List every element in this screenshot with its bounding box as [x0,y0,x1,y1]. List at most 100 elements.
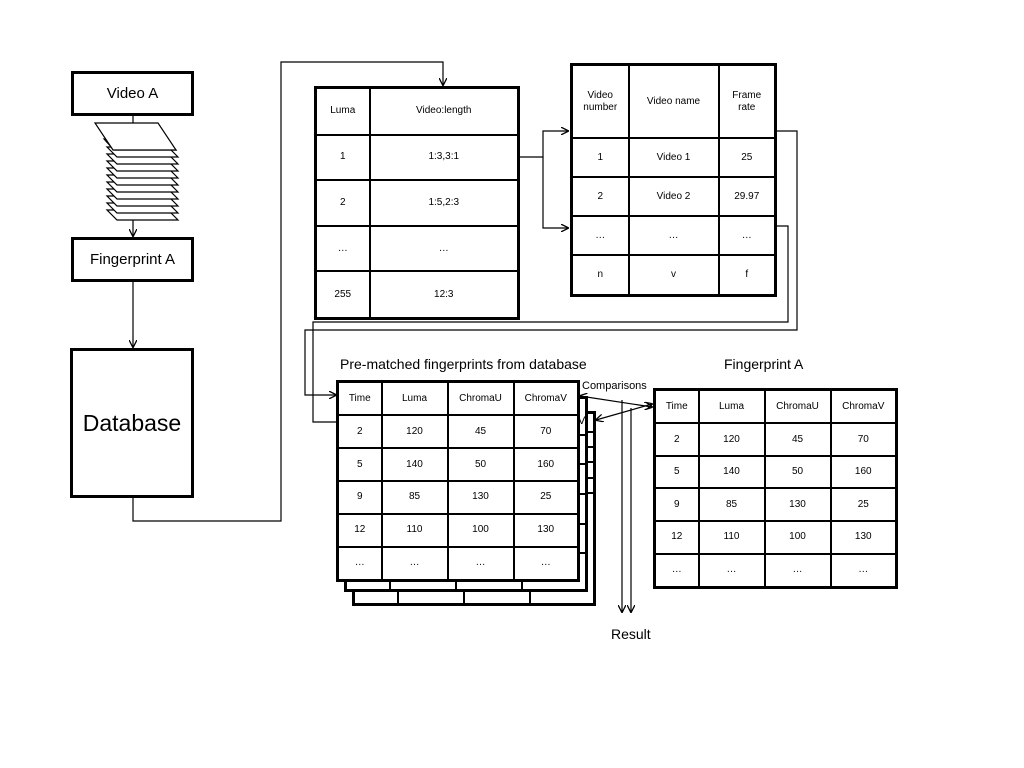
table-cell: 120 [697,422,766,457]
table-cell: 2 [314,179,371,227]
header-cell: Video number [570,63,630,140]
table-cell: 5 [653,454,700,490]
table-header-row: Video number Video name Frame rate [570,63,777,140]
table-row: 9 85 130 25 [336,479,580,515]
table-cell: … [763,552,832,589]
table-header-row: Time Luma ChromaU ChromaV [653,388,898,425]
table-cell: 9 [653,487,700,523]
table-cell: 70 [829,422,898,457]
header-cell: Video:length [368,86,520,136]
table-row: 5 140 50 160 [653,454,898,490]
table-cell: 5 [336,447,383,482]
table-cell: 140 [697,454,766,490]
table-cell: … [717,215,777,257]
table-row: 2 120 45 70 [653,422,898,457]
table-cell: … [446,545,515,582]
table-row: 5 140 50 160 [336,447,580,482]
table-row: n v f [570,254,777,297]
table-cell: … [829,552,898,589]
table-cell: … [336,545,383,582]
table-row: 12 110 100 130 [653,520,898,555]
table-cell: 2 [653,422,700,457]
video-frames-stack [93,122,180,221]
comparisons-label: Comparisons [582,380,647,392]
video-table: Video number Video name Frame rate 1 Vid… [570,63,777,297]
table-cell: … [697,552,766,589]
table-row: 2 Video 2 29.97 [570,176,777,218]
table-row: 12 110 100 130 [336,512,580,548]
comparison-arrow-2 [596,404,652,420]
header-cell: Luma [314,86,371,136]
fingerprint-a-box: Fingerprint A [71,237,194,282]
database-box: Database [70,348,194,498]
table-cell: 50 [446,447,515,482]
table-cell: 100 [763,520,832,555]
table-cell: v [627,254,720,297]
table-row: … … … … [336,545,580,582]
video-table-to-prematched-arrow [304,130,798,395]
table-cell: 1 [570,137,630,179]
prematched-fingerprints-table: Time Luma ChromaU ChromaV 2 120 45 70 5 … [336,380,580,582]
table-row: … … … [570,215,777,257]
video-a-label: Video A [106,85,159,102]
database-label: Database [82,409,182,436]
table-row: … … [314,224,520,273]
table-cell: 50 [763,454,832,490]
comparison-arrow-1 [580,396,652,407]
table-row: 9 85 130 25 [653,487,898,523]
table-cell: … [653,552,700,589]
table-cell: 25 [717,137,777,179]
table-row: … … … … [653,552,898,589]
header-cell: Time [336,380,383,417]
header-cell: Time [653,388,700,425]
table-cell: Video 1 [627,137,720,179]
header-cell: ChromaU [763,388,832,425]
table-cell: n [570,254,630,297]
table-cell: 110 [697,520,766,555]
table-cell: 1:5,2:3 [368,179,520,227]
table-cell: 2 [336,414,383,450]
table-cell: … [314,224,371,273]
table-cell: … [570,215,630,257]
table-cell: f [717,254,777,297]
table-cell: 160 [512,447,580,482]
header-cell: Luma [380,380,449,417]
header-cell: Frame rate [717,63,777,140]
table-cell: 12 [336,512,383,548]
video-table-to-prematched-connector [312,225,789,423]
table-cell: 130 [763,487,832,523]
table-cell: 120 [380,414,449,450]
table-cell: 140 [380,447,449,482]
header-cell: Luma [697,388,766,425]
luma-index-to-video-table-arrow-2 [542,157,568,228]
prematched-title: Pre-matched fingerprints from database [340,356,587,372]
table-cell: 85 [697,487,766,523]
table-cell: 12:3 [368,270,520,320]
table-cell: 130 [446,479,515,515]
fingerprint-a-label: Fingerprint A [89,251,176,268]
table-cell: 110 [380,512,449,548]
table-cell: 2 [570,176,630,218]
table-cell: 12 [653,520,700,555]
table-cell: 85 [380,479,449,515]
header-cell: ChromaV [829,388,898,425]
table-row: 1 Video 1 25 [570,137,777,179]
fingerprint-a-table: Time Luma ChromaU ChromaV 2 120 45 70 5 … [653,388,898,589]
table-row: 2 1:5,2:3 [314,179,520,227]
table-cell: Video 2 [627,176,720,218]
fingerprint-a-title: Fingerprint A [724,356,804,372]
table-cell: … [368,224,520,273]
table-cell: 130 [829,520,898,555]
result-label: Result [611,626,651,642]
table-cell: 1 [314,133,371,182]
header-cell: ChromaV [512,380,580,417]
luma-index-to-video-table-arrow [519,131,568,158]
table-row: 1 1:3,3:1 [314,133,520,182]
table-cell: 25 [512,479,580,515]
table-row: 2 120 45 70 [336,414,580,450]
table-cell: 100 [446,512,515,548]
table-cell: … [380,545,449,582]
table-cell: … [627,215,720,257]
